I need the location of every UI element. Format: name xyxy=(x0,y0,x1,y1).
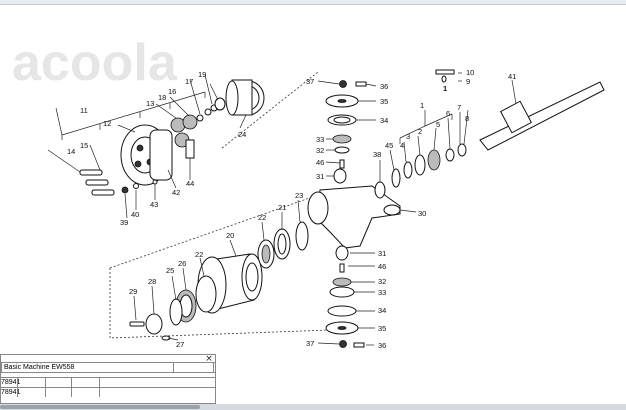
callout-1: 1 xyxy=(420,101,424,110)
callout-26: 26 xyxy=(178,259,186,268)
callout-16: 16 xyxy=(168,87,176,96)
window-top-bar xyxy=(0,0,626,5)
callout-42: 42 xyxy=(172,188,180,197)
callout-35: 35 xyxy=(380,97,388,106)
callout-14: 14 xyxy=(67,147,75,156)
callout-37: 37 xyxy=(306,77,314,86)
callout-25: 25 xyxy=(166,266,174,275)
callout-32: 32 xyxy=(378,277,386,286)
planetary-carrier-group xyxy=(47,74,265,219)
callout-6: 6 xyxy=(446,109,450,118)
callout-22: 22 xyxy=(258,213,266,222)
callout-36: 36 xyxy=(378,341,386,350)
callout-9: 9 xyxy=(466,77,470,86)
part-number: 78941 xyxy=(1,379,21,386)
callout-43: 43 xyxy=(150,200,158,209)
callout-40: 40 xyxy=(131,210,139,219)
callout-30: 30 xyxy=(418,209,426,218)
close-icon[interactable]: × xyxy=(205,354,213,364)
callout-41: 41 xyxy=(508,72,516,81)
machine-title: Basic Machine EW558 xyxy=(4,364,75,371)
callout-19: 19 xyxy=(198,70,206,79)
callout-17: 17 xyxy=(185,77,193,86)
table-row[interactable]: 78941 xyxy=(1,377,215,387)
panel-header-row: Basic Machine EW558 xyxy=(1,362,215,373)
callout-28: 28 xyxy=(148,277,156,286)
callout-4: 4 xyxy=(400,141,404,150)
callout-31: 31 xyxy=(378,249,386,258)
callout-5: 5 xyxy=(436,120,440,129)
callout-39: 39 xyxy=(120,218,128,227)
callout-46: 46 xyxy=(378,262,386,271)
callout-33: 33 xyxy=(316,135,324,144)
horizontal-scrollbar[interactable] xyxy=(0,404,626,410)
scrollbar-thumb[interactable] xyxy=(0,405,200,409)
callout-27: 27 xyxy=(176,340,184,349)
callout-21: 21 xyxy=(278,203,286,212)
parts-list-panel: × Basic Machine EW558 78941 78941 xyxy=(0,354,216,404)
callout-12: 12 xyxy=(103,119,111,128)
callout-3: 3 xyxy=(406,132,410,141)
wheel-hub-group xyxy=(129,199,309,341)
callout-31: 31 xyxy=(316,172,324,181)
steering-knuckle-group xyxy=(307,69,605,348)
callout-38: 38 xyxy=(373,150,381,159)
part-number: 78941 xyxy=(1,389,21,396)
callout-11: 11 xyxy=(80,106,88,115)
callout-24: 24 xyxy=(238,130,246,139)
callout-7: 7 xyxy=(457,103,461,112)
callout-13: 13 xyxy=(146,99,154,108)
callout-33: 33 xyxy=(378,288,386,297)
callout-29: 29 xyxy=(129,287,137,296)
callout-46: 46 xyxy=(316,158,324,167)
parts-table: 78941 78941 xyxy=(1,377,215,403)
callout-labels: 1 1 2 3 4 5 6 7 8 9 10 11 12 13 14 15 16… xyxy=(67,68,516,350)
callout-20: 20 xyxy=(226,231,234,240)
callout-18: 18 xyxy=(158,93,166,102)
callout-44: 44 xyxy=(186,179,194,188)
callout-37: 37 xyxy=(306,339,314,348)
callout-34: 34 xyxy=(380,116,388,125)
callout-8: 8 xyxy=(465,114,469,123)
callout-36: 36 xyxy=(380,82,388,91)
callout-22: 22 xyxy=(195,250,203,259)
callout-35: 35 xyxy=(378,324,386,333)
callout-45: 45 xyxy=(385,141,393,150)
callout-1: 1 xyxy=(443,84,447,93)
callout-23: 23 xyxy=(295,191,303,200)
table-row[interactable]: 78941 xyxy=(1,387,215,397)
callout-2: 2 xyxy=(418,127,422,136)
callout-15: 15 xyxy=(80,141,88,150)
callout-32: 32 xyxy=(316,146,324,155)
callout-34: 34 xyxy=(378,306,386,315)
watermark-logo: acoola xyxy=(12,34,178,92)
callout-10: 10 xyxy=(466,68,474,77)
